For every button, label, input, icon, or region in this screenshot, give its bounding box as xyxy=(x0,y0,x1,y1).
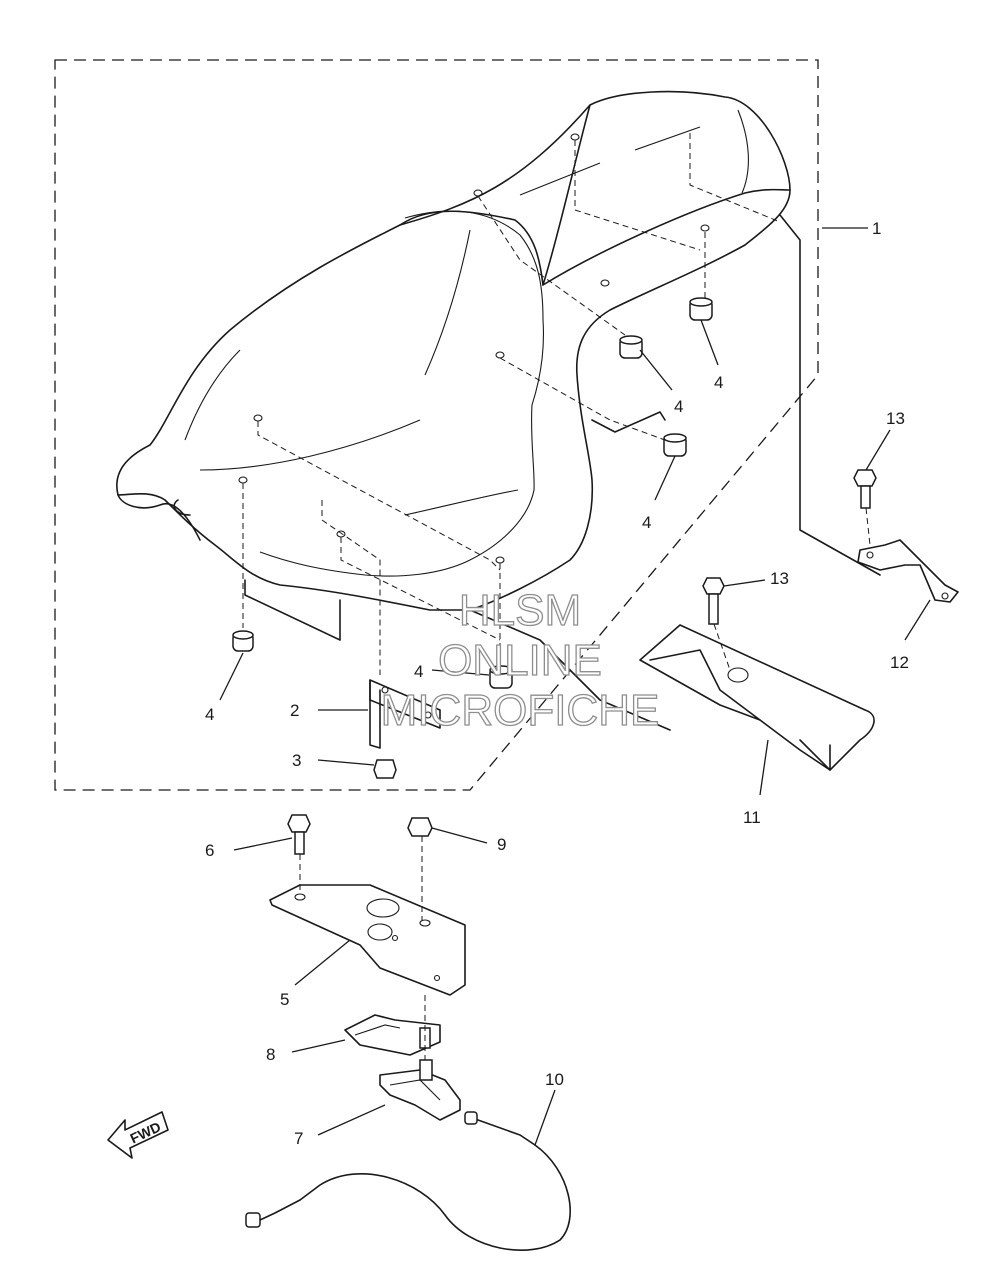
callout-4-d: 4 xyxy=(714,373,723,392)
damper-4-c xyxy=(619,335,643,359)
damper-4-d xyxy=(689,297,713,321)
callout-7: 7 xyxy=(294,1129,303,1148)
callout-9: 9 xyxy=(497,835,506,854)
assembly-lines xyxy=(242,133,781,675)
seat-assembly xyxy=(116,90,881,731)
damper-4-a xyxy=(232,630,254,652)
callout-3: 3 xyxy=(292,751,301,770)
fwd-label: FWD xyxy=(128,1118,164,1146)
nut-9 xyxy=(407,817,433,837)
callout-6: 6 xyxy=(205,841,214,860)
watermark-line-3: MICROFICHE xyxy=(381,686,660,735)
bolt-13-b-line xyxy=(865,507,871,546)
watermark-line-2: ONLINE xyxy=(438,636,602,685)
nut-3 xyxy=(373,759,397,779)
bolt-13-a-line xyxy=(713,623,731,671)
plate-5 xyxy=(269,884,466,996)
cable-10 xyxy=(245,1111,571,1251)
damper-4-b xyxy=(489,665,513,689)
fwd-arrow-icon: FWD xyxy=(107,1111,169,1159)
callout-labels: 1 2 3 4 4 4 4 4 5 6 7 8 9 10 11 12 13 13 xyxy=(205,219,909,1148)
callout-5: 5 xyxy=(280,990,289,1009)
callout-13-b: 13 xyxy=(886,409,905,428)
bolt-13-a xyxy=(702,577,725,625)
watermark-line-1: HLSM xyxy=(459,586,581,635)
callout-4-e: 4 xyxy=(642,513,651,532)
damper-4-e xyxy=(663,433,687,457)
latch-8 xyxy=(344,1014,441,1056)
plate-11 xyxy=(639,624,875,771)
watermark: HLSM ONLINE MICROFICHE xyxy=(380,585,660,735)
callout-4-c: 4 xyxy=(674,397,683,416)
callout-8: 8 xyxy=(266,1045,275,1064)
callout-11: 11 xyxy=(743,808,761,827)
callout-4-b: 4 xyxy=(414,662,423,681)
assembly-boundary xyxy=(54,59,819,791)
bracket-2 xyxy=(369,679,441,749)
lock-7 xyxy=(379,1059,461,1121)
bolt-6 xyxy=(287,814,311,855)
callout-1: 1 xyxy=(872,219,881,238)
callout-leaders xyxy=(219,227,931,1146)
callout-12: 12 xyxy=(890,653,909,672)
strap-12 xyxy=(857,539,959,603)
callout-4-a: 4 xyxy=(205,705,214,724)
bolt-13-b xyxy=(853,469,877,509)
callout-2: 2 xyxy=(290,701,299,720)
callout-13-a: 13 xyxy=(770,569,789,588)
callout-10: 10 xyxy=(545,1070,564,1089)
